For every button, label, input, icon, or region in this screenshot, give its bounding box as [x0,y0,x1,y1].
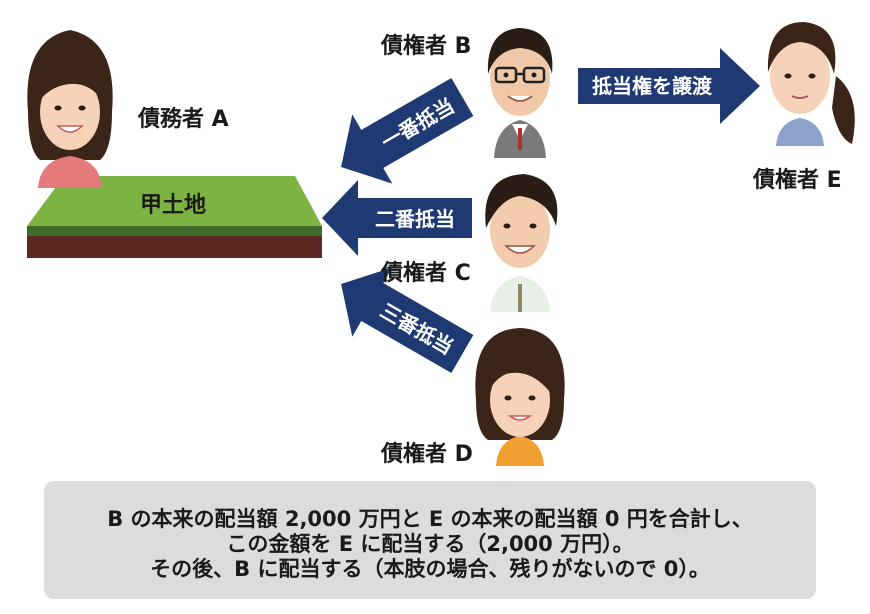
creditor-e-label: 債権者 E [753,168,842,193]
woman-ponytail-icon [767,22,855,146]
explanation-box: B の本来の配当額 2,000 万円と E の本来の配当額 0 円を合計し、 こ… [44,481,816,599]
first-mortgage-arrow: 一番抵当 [341,77,474,184]
second-mortgage-arrow: 二番抵当 [322,180,472,256]
explanation-line-3: その後、B に配当する（本肢の場合、残りがないので 0）。 [150,557,710,581]
woman-smiling-icon [27,30,113,188]
land-parcel [27,176,322,258]
woman-icon [475,328,565,466]
creditor-b-label: 債権者 B [381,34,472,59]
land-edge [27,226,322,236]
man-glasses-icon [487,28,553,158]
land-label: 甲土地 [140,193,206,218]
creditor-c-label: 債権者 C [381,261,471,286]
transfer-mortgage-label: 抵当権を譲渡 [592,74,713,98]
transfer-mortgage-arrow: 抵当権を譲渡 [578,48,760,124]
debtor-a-label: 債務者 A [138,107,229,132]
creditor-d-label: 債権者 D [381,442,473,467]
explanation-line-1: B の本来の配当額 2,000 万円と E の本来の配当額 0 円を合計し、 [107,507,753,531]
man-smiling-icon [485,174,558,312]
second-mortgage-label: 二番抵当 [375,207,455,231]
explanation-line-2: この金額を E に配当する（2,000 万円）。 [226,532,634,556]
land-top [27,176,322,226]
land-base [27,236,322,258]
